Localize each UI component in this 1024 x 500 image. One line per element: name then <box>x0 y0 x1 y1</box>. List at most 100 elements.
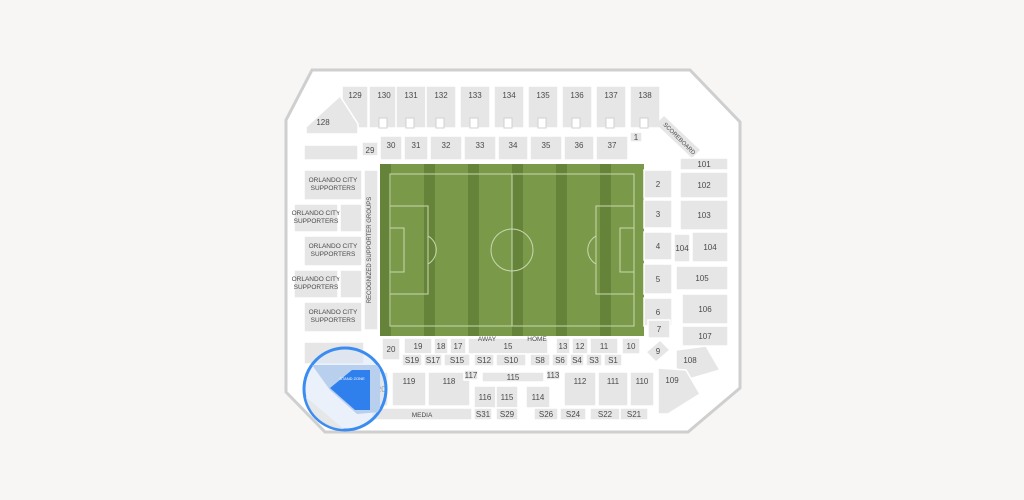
section-18[interactable]: 18 <box>433 337 449 355</box>
section-116[interactable]: 116 <box>473 385 497 409</box>
section-106[interactable]: 106 <box>681 293 729 325</box>
section-119[interactable]: 119 <box>391 371 427 407</box>
section-35[interactable]: 35 <box>529 135 563 161</box>
section-107[interactable]: 107 <box>681 325 729 347</box>
section-2[interactable]: 2 <box>643 169 673 199</box>
supporters-section-5[interactable] <box>303 301 363 333</box>
section-115[interactable]: 115 <box>495 385 519 409</box>
vomitory <box>435 117 445 129</box>
section-110[interactable]: 110 <box>629 371 655 407</box>
section-109[interactable]: 109 <box>657 367 702 415</box>
section-S10[interactable]: S10 <box>495 353 527 367</box>
section-30[interactable]: 30 <box>379 135 403 161</box>
section-S22[interactable]: S22 <box>589 407 621 421</box>
section-37[interactable]: 37 <box>595 135 629 161</box>
section-13-label: 13 <box>559 342 568 351</box>
section-3[interactable]: 3 <box>643 199 673 229</box>
left-inner-2[interactable] <box>339 203 363 233</box>
left-strip-1[interactable] <box>303 144 359 161</box>
section-101[interactable]: 101 <box>679 157 729 171</box>
section-103[interactable]: 103 <box>679 199 729 231</box>
section-18-label: 18 <box>437 342 446 351</box>
section-1[interactable]: 1 <box>629 131 643 143</box>
section-128[interactable]: 128 <box>305 94 359 135</box>
section-104[interactable]: 104 <box>673 233 691 263</box>
supporters-section-4[interactable] <box>293 269 339 299</box>
section-4[interactable]: 4 <box>643 231 673 261</box>
supporters-section-2[interactable] <box>293 203 339 233</box>
media-section[interactable]: MEDIA <box>371 407 473 421</box>
vomitory <box>503 117 513 129</box>
section-S21[interactable]: S21 <box>619 407 649 421</box>
section-17[interactable]: 17 <box>449 337 467 355</box>
section-S6[interactable]: S6 <box>551 353 569 367</box>
section-35-label: 35 <box>542 141 551 150</box>
section-S24[interactable]: S24 <box>559 407 587 421</box>
section-137-label: 137 <box>604 91 618 100</box>
section-10[interactable]: 10 <box>621 337 641 355</box>
section-S4[interactable]: S4 <box>569 353 585 367</box>
section-29[interactable]: 29 <box>361 141 379 157</box>
home-bench-label: HOME <box>527 336 547 343</box>
section-33[interactable]: 33 <box>463 135 497 161</box>
section-36[interactable]: 36 <box>563 135 595 161</box>
section-117[interactable]: 117 <box>463 369 479 381</box>
section-103-label: 103 <box>697 211 711 220</box>
section-19[interactable]: 19 <box>403 337 433 355</box>
section-S19[interactable]: S19 <box>401 353 423 367</box>
section-9[interactable]: 9 <box>644 338 672 364</box>
section-34[interactable]: 34 <box>497 135 529 161</box>
section-12[interactable]: 12 <box>571 337 589 355</box>
pitch-stripe <box>380 164 391 336</box>
section-2-label: 2 <box>656 180 661 189</box>
section-20[interactable]: 20 <box>381 337 401 361</box>
section-13[interactable]: 13 <box>555 337 571 355</box>
vomitory <box>537 117 547 129</box>
section-S29[interactable]: S29 <box>495 407 519 421</box>
section-111[interactable]: 111 <box>597 371 629 407</box>
section-32-label: 32 <box>442 141 451 150</box>
section-104[interactable]: 104 <box>691 231 729 263</box>
section-118-label: 118 <box>443 377 456 386</box>
section-S8[interactable]: S8 <box>529 353 551 367</box>
selected-section[interactable] <box>330 370 370 410</box>
section-118[interactable]: 118 <box>427 371 471 407</box>
vomitory <box>405 117 415 129</box>
section-S1[interactable]: S1 <box>603 353 623 367</box>
supporters-section-3[interactable] <box>303 235 363 267</box>
section-113-label: 113 <box>547 371 560 380</box>
vomitory <box>571 117 581 129</box>
section-119-label: 119 <box>403 377 416 386</box>
section-105[interactable]: 105 <box>675 265 729 291</box>
section-S26[interactable]: S26 <box>533 407 559 421</box>
pitch-stripes <box>380 164 611 336</box>
section-S15[interactable]: S15 <box>443 353 471 367</box>
section-15[interactable]: 15 <box>467 337 549 355</box>
section-S17[interactable]: S17 <box>423 353 443 367</box>
recognized-supporter-groups[interactable] <box>363 169 379 331</box>
section-102[interactable]: 102 <box>679 171 729 199</box>
vomitory <box>639 117 649 129</box>
section-115[interactable]: 115 <box>481 371 545 383</box>
section-112[interactable]: 112 <box>563 371 597 407</box>
section-1-label: 1 <box>634 133 639 142</box>
section-104-label: 104 <box>675 244 689 253</box>
section-S3[interactable]: S3 <box>585 353 603 367</box>
section-104-label: 104 <box>703 243 717 252</box>
section-114[interactable]: 114 <box>525 385 551 409</box>
section-132[interactable]: 132 <box>425 85 457 129</box>
section-7[interactable]: 7 <box>647 319 671 339</box>
supporters-section-1[interactable] <box>303 169 363 201</box>
section-S12[interactable]: S12 <box>473 353 495 367</box>
section-5[interactable]: 5 <box>643 263 673 295</box>
section-11[interactable]: 11 <box>589 337 619 355</box>
section-31[interactable]: 31 <box>403 135 429 161</box>
section-S1-label: S1 <box>608 356 618 365</box>
left-inner-4[interactable] <box>339 269 363 299</box>
section-113[interactable]: 113 <box>545 369 561 381</box>
section-32[interactable]: 32 <box>429 135 463 161</box>
section-31-label: 31 <box>412 141 421 150</box>
section-S31[interactable]: S31 <box>473 407 493 421</box>
section-37-label: 37 <box>608 141 617 150</box>
